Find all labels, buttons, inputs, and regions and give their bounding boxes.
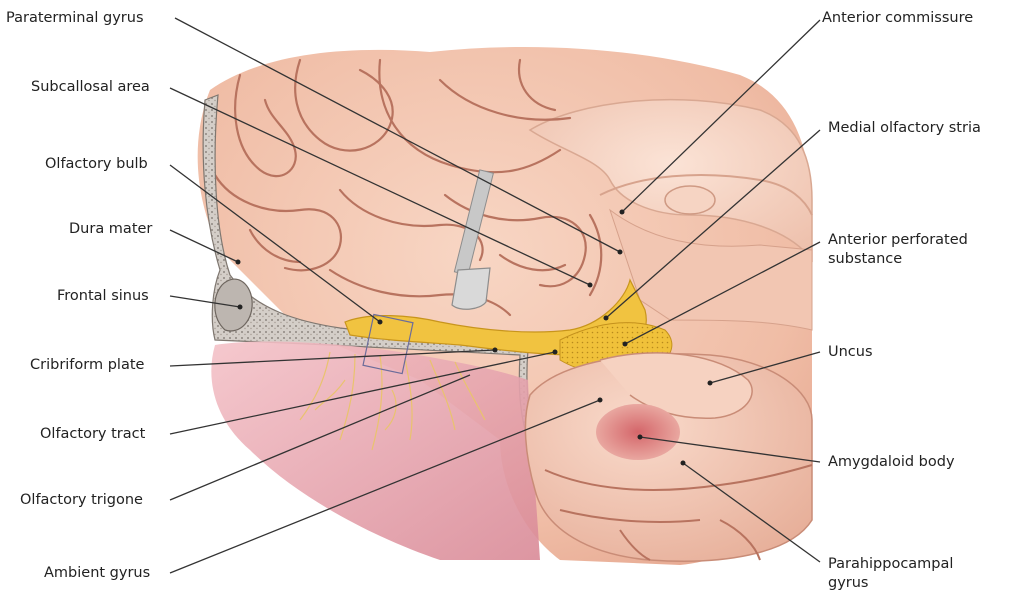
anterior-commissure-shape [665, 186, 715, 214]
amygdaloid-body-shape [596, 404, 680, 460]
label-cribriform-plate: Cribriform plate [30, 356, 144, 375]
label-anterior-commissure: Anterior commissure [822, 9, 973, 28]
label-olfactory-tract: Olfactory tract [40, 425, 145, 444]
label-subcallosal-area: Subcallosal area [31, 78, 150, 97]
label-parahippocampal: Parahippocampal [828, 555, 953, 574]
label-anterior-perforated: Anterior perforated [828, 231, 968, 250]
label-gyrus: gyrus [828, 574, 869, 593]
label-medial-olfactory-stria: Medial olfactory stria [828, 119, 981, 138]
label-olfactory-trigone: Olfactory trigone [20, 491, 143, 510]
label-frontal-sinus: Frontal sinus [57, 287, 149, 306]
nasal-cavity [211, 341, 540, 560]
label-ambient-gyrus: Ambient gyrus [44, 564, 150, 583]
label-substance: substance [828, 250, 902, 269]
label-olfactory-bulb: Olfactory bulb [45, 155, 148, 174]
label-paraterminal-gyrus: Paraterminal gyrus [6, 9, 144, 28]
label-uncus: Uncus [828, 343, 873, 362]
label-amygdaloid-body: Amygdaloid body [828, 453, 955, 472]
frontal-sinus-shape [215, 279, 252, 331]
label-dura-mater: Dura mater [69, 220, 152, 239]
